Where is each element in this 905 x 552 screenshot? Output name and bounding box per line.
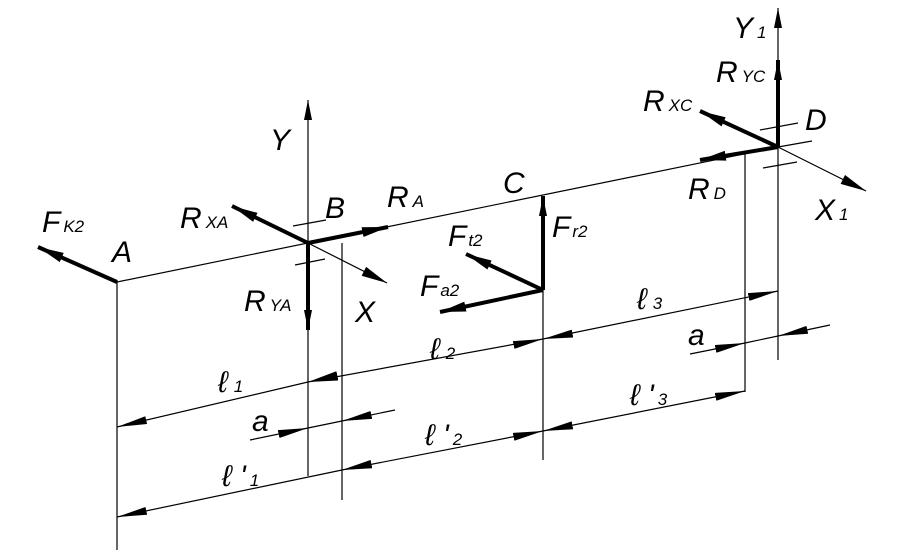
force-rxc-arrow — [699, 109, 779, 149]
force-ra-arrow — [307, 225, 389, 245]
x-axis-label: X — [354, 296, 376, 329]
point-a-label: A — [110, 236, 132, 269]
x1-axis-arrow — [777, 146, 867, 192]
point-b-label: B — [325, 192, 345, 225]
force-rd-arrow — [699, 145, 779, 162]
dimension-lines — [116, 290, 831, 518]
x-axis-arrow — [307, 242, 388, 284]
dim-l3-prime-label: ℓ '3 — [629, 379, 668, 412]
shaft-axis — [116, 146, 779, 283]
dim-a-right-label: a — [688, 319, 705, 352]
dim-a-left-label: a — [252, 405, 269, 438]
force-fk2-arrow — [37, 245, 118, 284]
dim-l1-prime-label: ℓ '1 — [221, 460, 259, 493]
dim-l2-prime-label: ℓ '2 — [424, 419, 463, 452]
bearing-ticks — [292, 122, 813, 266]
point-c-label: C — [503, 167, 525, 200]
point-d-label: D — [805, 104, 827, 137]
force-ft2-arrow — [465, 252, 544, 292]
force-rxa-arrow — [231, 204, 309, 245]
y-axis-label: Y — [270, 124, 292, 157]
